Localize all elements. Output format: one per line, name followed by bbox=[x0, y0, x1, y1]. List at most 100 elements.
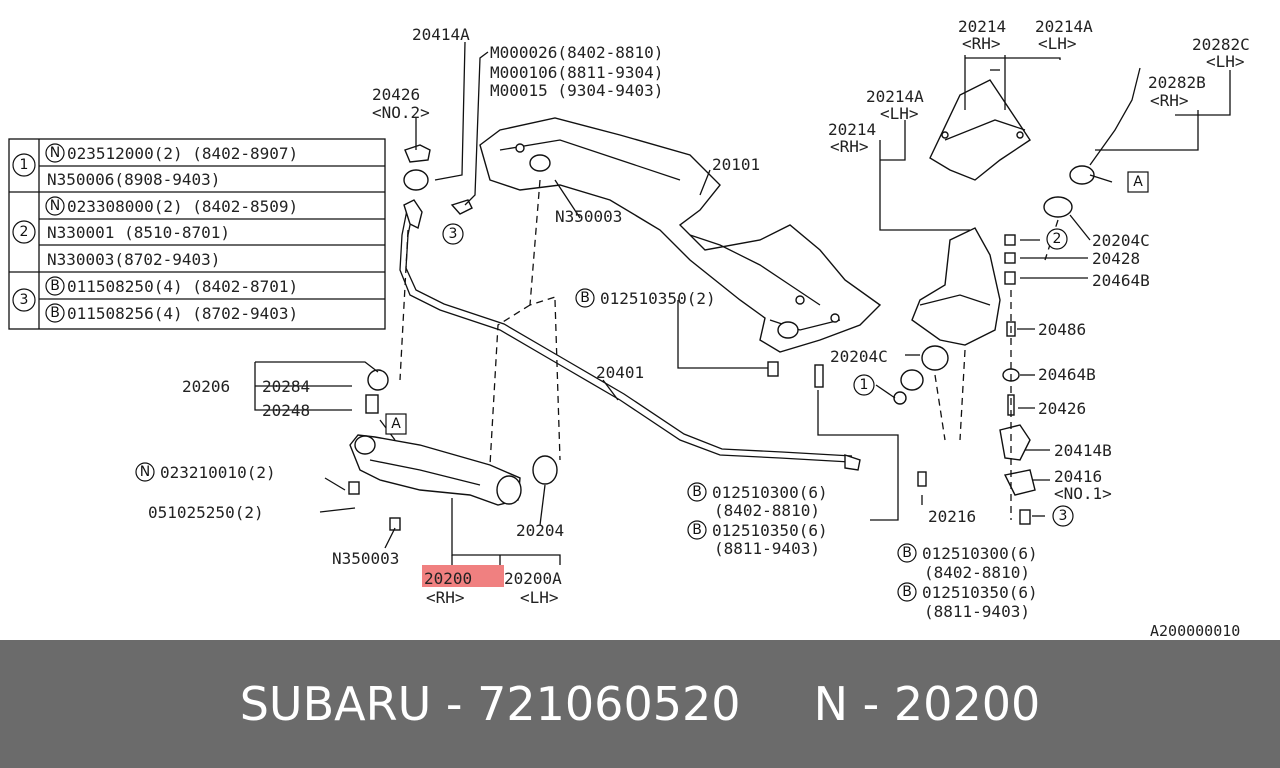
bracket-20204C-part bbox=[893, 227, 1001, 405]
label-20204: 20204 bbox=[516, 521, 564, 540]
callout-3-bottom: 3 bbox=[1052, 505, 1074, 527]
label-b012510300-mid: 012510300(6) bbox=[712, 483, 828, 502]
label-20414A: 20414A bbox=[412, 25, 470, 44]
label-20204C-mid: 20204C bbox=[830, 347, 888, 366]
marker-a-left: A bbox=[385, 413, 407, 435]
row-mark-3-2: B bbox=[45, 303, 65, 323]
svg-text:B: B bbox=[50, 278, 60, 294]
b-mark-3: B bbox=[687, 520, 707, 540]
row-mark-1-1: N bbox=[45, 143, 65, 163]
label-20248: 20248 bbox=[262, 401, 310, 420]
dashed-leaders bbox=[399, 179, 1059, 520]
b-mark-4: B bbox=[897, 543, 917, 563]
label-b012510300-right: 012510300(6) bbox=[922, 544, 1038, 563]
markers: A A 3 2 1 3 B B B B B N bbox=[135, 171, 1149, 602]
label-20214A-mid: 20214A bbox=[866, 87, 924, 106]
table-row: 011508250(4) (8402-8701) bbox=[67, 277, 298, 296]
group-3-marker: 3 bbox=[12, 288, 36, 312]
svg-text:N: N bbox=[50, 198, 60, 214]
label-20401: 20401 bbox=[596, 363, 644, 382]
bolts bbox=[767, 361, 927, 487]
label-20214A-top: 20214A bbox=[1035, 17, 1093, 36]
footer-separator: - bbox=[848, 677, 894, 731]
label-20426-bottom: 20426 bbox=[1038, 399, 1086, 418]
footer-ref: 20200 bbox=[893, 677, 1041, 731]
footer-part-number: 721060520 bbox=[477, 677, 741, 731]
reference-table: 1 2 3 N 023512000(2) (8402-8907) N350006… bbox=[8, 138, 386, 330]
footer-bar: SUBARU - 721060520 N - 20200 bbox=[0, 640, 1280, 768]
label-20214-top: 20214 bbox=[958, 17, 1006, 36]
row-mark-2-1: N bbox=[45, 196, 65, 216]
b-mark-2: B bbox=[687, 482, 707, 502]
crossmember-part bbox=[479, 117, 882, 353]
label-20206: 20206 bbox=[182, 377, 230, 396]
label-b012510350-right: 012510350(6) bbox=[922, 583, 1038, 602]
label-20464B-top: 20464B bbox=[1092, 271, 1150, 290]
label-b012510350-mid-dates: (8811-9403) bbox=[714, 539, 820, 558]
label-m000026: M000026(8402-8810) bbox=[490, 43, 663, 62]
diagram-code: A200000010 bbox=[1150, 622, 1240, 640]
svg-text:2: 2 bbox=[20, 224, 29, 240]
label-20282C: 20282C bbox=[1192, 35, 1250, 54]
leader-lines bbox=[254, 41, 1231, 565]
table-row: N330001 (8510-8701) bbox=[47, 223, 230, 242]
label-n350003-top: N350003 bbox=[555, 207, 622, 226]
label-b012510350-right-dates: (8811-9403) bbox=[924, 602, 1030, 621]
svg-text:A: A bbox=[391, 416, 401, 432]
svg-text:1: 1 bbox=[860, 377, 869, 393]
label-b012510350-mid: 012510350(6) bbox=[712, 521, 828, 540]
table-row: N350006(8908-9403) bbox=[47, 170, 220, 189]
label-20284: 20284 bbox=[262, 377, 310, 396]
svg-text:B: B bbox=[692, 484, 702, 500]
svg-text:B: B bbox=[50, 305, 60, 321]
label-m000106: M000106(8811-9304) bbox=[490, 63, 663, 82]
group-2-marker: 2 bbox=[12, 220, 36, 244]
svg-text:B: B bbox=[692, 522, 702, 538]
lower-arm-part bbox=[348, 369, 558, 531]
svg-text:3: 3 bbox=[449, 226, 458, 242]
label-20216: 20216 bbox=[928, 507, 976, 526]
svg-text:1: 1 bbox=[20, 157, 29, 173]
callout-3-top: 3 bbox=[442, 223, 464, 245]
label-20416: 20416 bbox=[1054, 467, 1102, 486]
footer-brand: SUBARU bbox=[239, 677, 432, 731]
svg-text:3: 3 bbox=[20, 292, 29, 308]
label-20282B-rh: <RH> bbox=[1150, 91, 1189, 110]
label-20486: 20486 bbox=[1038, 320, 1086, 339]
label-20204C-top: 20204C bbox=[1092, 231, 1150, 250]
label-20200-rh: <RH> bbox=[426, 588, 465, 607]
label-20214A-mid-lh: <LH> bbox=[880, 104, 919, 123]
callout-1: 1 bbox=[853, 374, 875, 396]
footer-n-label: N bbox=[813, 677, 849, 731]
svg-text:3: 3 bbox=[1059, 508, 1068, 524]
b-mark-5: B bbox=[897, 582, 917, 602]
table-row: 023512000(2) (8402-8907) bbox=[67, 144, 298, 163]
label-20101: 20101 bbox=[712, 155, 760, 174]
footer-gap bbox=[741, 677, 814, 731]
svg-text:N: N bbox=[140, 464, 150, 480]
highlight-box bbox=[422, 565, 504, 587]
callout-2: 2 bbox=[1046, 228, 1068, 250]
svg-text:B: B bbox=[902, 545, 912, 561]
stabilizer-bar-part bbox=[399, 204, 861, 471]
label-051025250: 051025250(2) bbox=[148, 503, 264, 522]
b-mark-1: B bbox=[575, 288, 595, 308]
label-n350003-bottom: N350003 bbox=[332, 549, 399, 568]
n-mark: N bbox=[135, 462, 155, 482]
label-20214-mid: 20214 bbox=[828, 120, 876, 139]
label-20426-top: 20426 bbox=[372, 85, 420, 104]
label-m00015: M00015 (9304-9403) bbox=[490, 81, 663, 100]
label-20200A: 20200A bbox=[504, 569, 562, 588]
marker-a-right: A bbox=[1127, 171, 1149, 193]
label-20428: 20428 bbox=[1092, 249, 1140, 268]
label-20214-top-rh: <RH> bbox=[962, 34, 1001, 53]
label-20426-top-sub: <NO.2> bbox=[372, 103, 430, 122]
label-b012510300-mid-dates: (8402-8810) bbox=[714, 501, 820, 520]
label-20214A-top-lh: <LH> bbox=[1038, 34, 1077, 53]
label-20414B: 20414B bbox=[1054, 441, 1112, 460]
row-mark-3-1: B bbox=[45, 276, 65, 296]
table-row: 011508256(4) (8702-9403) bbox=[67, 304, 298, 323]
table-row: 023308000(2) (8402-8509) bbox=[67, 197, 298, 216]
label-n023210010: 023210010(2) bbox=[160, 463, 276, 482]
label-b012510300-right-dates: (8402-8810) bbox=[924, 563, 1030, 582]
